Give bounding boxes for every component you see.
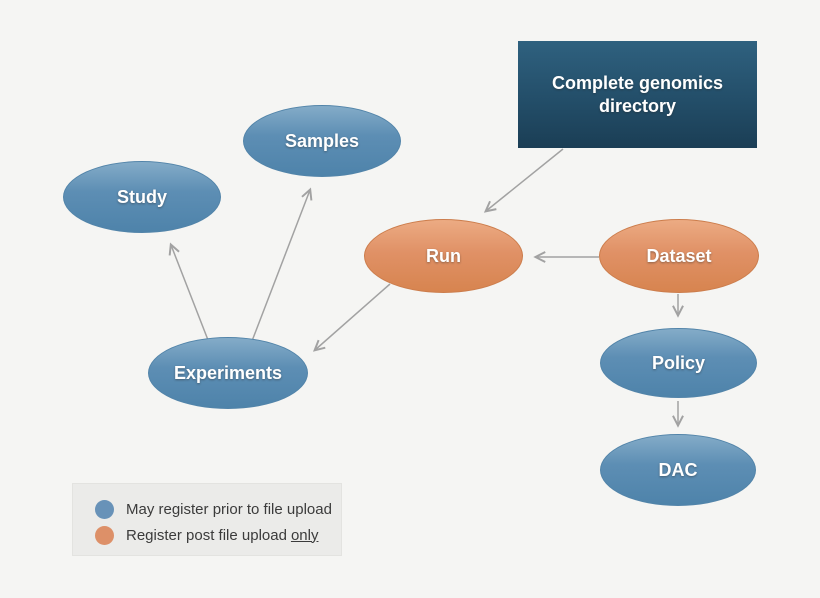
legend-item-post-upload: Register post file upload only <box>95 522 341 548</box>
node-run: Run <box>364 219 523 293</box>
node-samples-label: Samples <box>284 130 360 151</box>
node-policy: Policy <box>600 328 757 398</box>
blue-circle-swatch-icon <box>95 499 114 519</box>
node-dataset: Dataset <box>599 219 759 293</box>
legend-item-pre-upload-label: May register prior to file upload <box>126 500 332 518</box>
node-run-label: Run <box>426 245 461 266</box>
edge-experiments-to-study-arrow <box>168 242 209 341</box>
node-dac: DAC <box>600 434 756 506</box>
edge-directory-to-run-arrow <box>483 148 564 213</box>
edge-experiments-to-samples-arrow <box>251 187 313 342</box>
legend-item-pre-upload: May register prior to file upload <box>95 496 341 522</box>
node-study-label: Study <box>116 186 167 207</box>
node-dac-label: DAC <box>658 459 698 480</box>
node-complete-genomics-directory-label: Complete genomics directory <box>551 73 724 116</box>
node-dataset-label: Dataset <box>646 245 712 266</box>
legend-item-post-upload-underlined: only <box>290 526 319 544</box>
legend: May register prior to file upload Regist… <box>72 483 342 556</box>
node-samples: Samples <box>243 105 401 177</box>
node-complete-genomics-directory: Complete genomics directory <box>518 41 757 148</box>
node-experiments: Experiments <box>148 337 308 409</box>
legend-item-post-upload-label: Register post file upload <box>126 526 287 544</box>
orange-circle-swatch-icon <box>95 525 114 545</box>
edge-run-to-experiments-arrow <box>312 283 391 352</box>
node-policy-label: Policy <box>651 352 706 373</box>
node-experiments-label: Experiments <box>173 362 283 383</box>
node-study: Study <box>63 161 221 233</box>
